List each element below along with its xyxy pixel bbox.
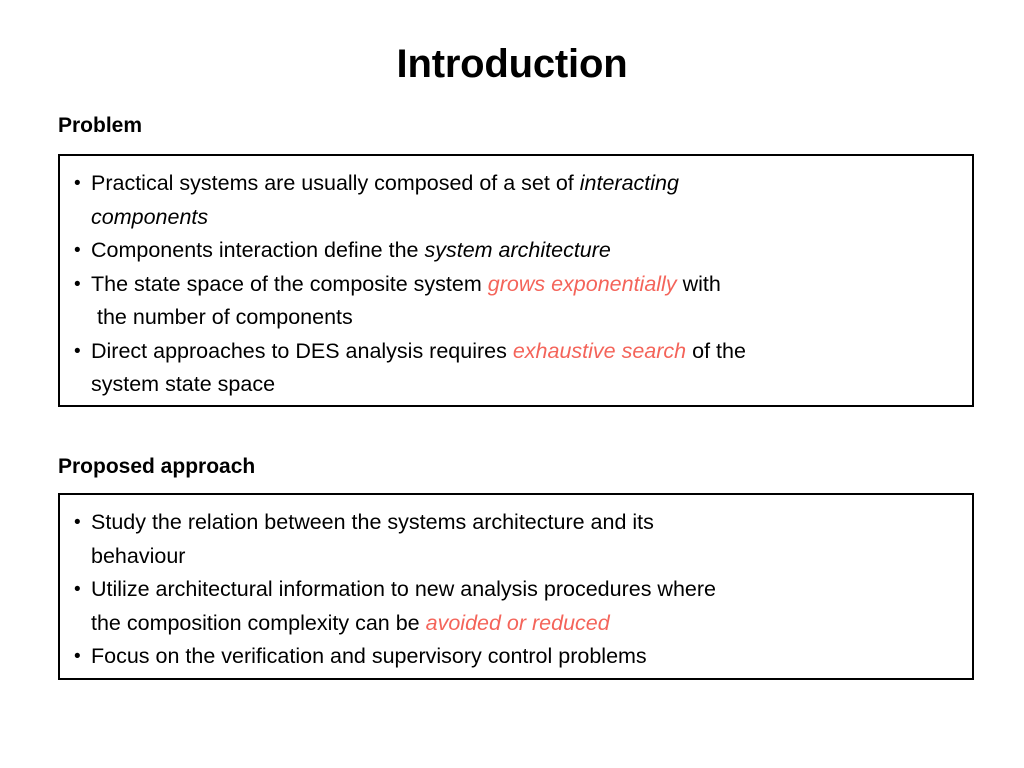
bullet-emphasis-red: grows exponentially	[487, 271, 677, 296]
bullet-continuation: system state space	[91, 372, 276, 396]
list-item: Utilize architectural information to new…	[72, 573, 962, 640]
bullet-continuation: the composition complexity can be avoide…	[91, 607, 962, 641]
list-item: Practical systems are usually composed o…	[72, 167, 962, 234]
bullet-emphasis-italic: interacting	[579, 171, 679, 195]
bullet-text: The state space of the composite system	[91, 271, 488, 296]
bullet-text: Components interaction define the	[91, 238, 425, 262]
list-item: The state space of the composite system …	[72, 268, 962, 335]
proposed-approach-bullet-list: Study the relation between the systems a…	[60, 495, 972, 674]
list-item: Components interaction define the system…	[72, 234, 962, 268]
bullet-text: the composition complexity can be	[91, 610, 426, 635]
bullet-emphasis-italic: system architecture	[424, 238, 611, 262]
list-item: Study the relation between the systems a…	[72, 506, 962, 573]
proposed-approach-bullet-box: Study the relation between the systems a…	[58, 493, 974, 680]
section-heading-proposed: Proposed approach	[58, 455, 256, 478]
bullet-text: Direct approaches to DES analysis requir…	[91, 338, 513, 363]
bullet-continuation: the number of components	[97, 305, 353, 329]
list-item: Focus on the verification and supervisor…	[72, 640, 962, 674]
page-title: Introduction	[396, 42, 628, 86]
problem-bullet-box: Practical systems are usually composed o…	[58, 154, 974, 407]
bullet-text: Practical systems are usually composed o…	[91, 171, 580, 195]
bullet-text-tail: with	[676, 271, 721, 296]
bullet-emphasis-italic: components	[91, 204, 209, 229]
bullet-text: Utilize architectural information to new…	[91, 577, 716, 601]
bullet-text: Study the relation between the systems a…	[91, 510, 654, 534]
section-heading-problem: Problem	[58, 114, 143, 137]
list-item: Direct approaches to DES analysis requir…	[72, 335, 962, 402]
bullet-text: Focus on the verification and supervisor…	[91, 644, 647, 668]
bullet-text-tail: of the	[686, 338, 746, 363]
problem-bullet-list: Practical systems are usually composed o…	[60, 156, 972, 402]
bullet-emphasis-red: exhaustive search	[512, 338, 687, 363]
bullet-continuation: behaviour	[91, 543, 186, 568]
bullet-continuation: components	[91, 201, 962, 235]
bullet-emphasis-red: avoided or reduced	[425, 610, 610, 635]
